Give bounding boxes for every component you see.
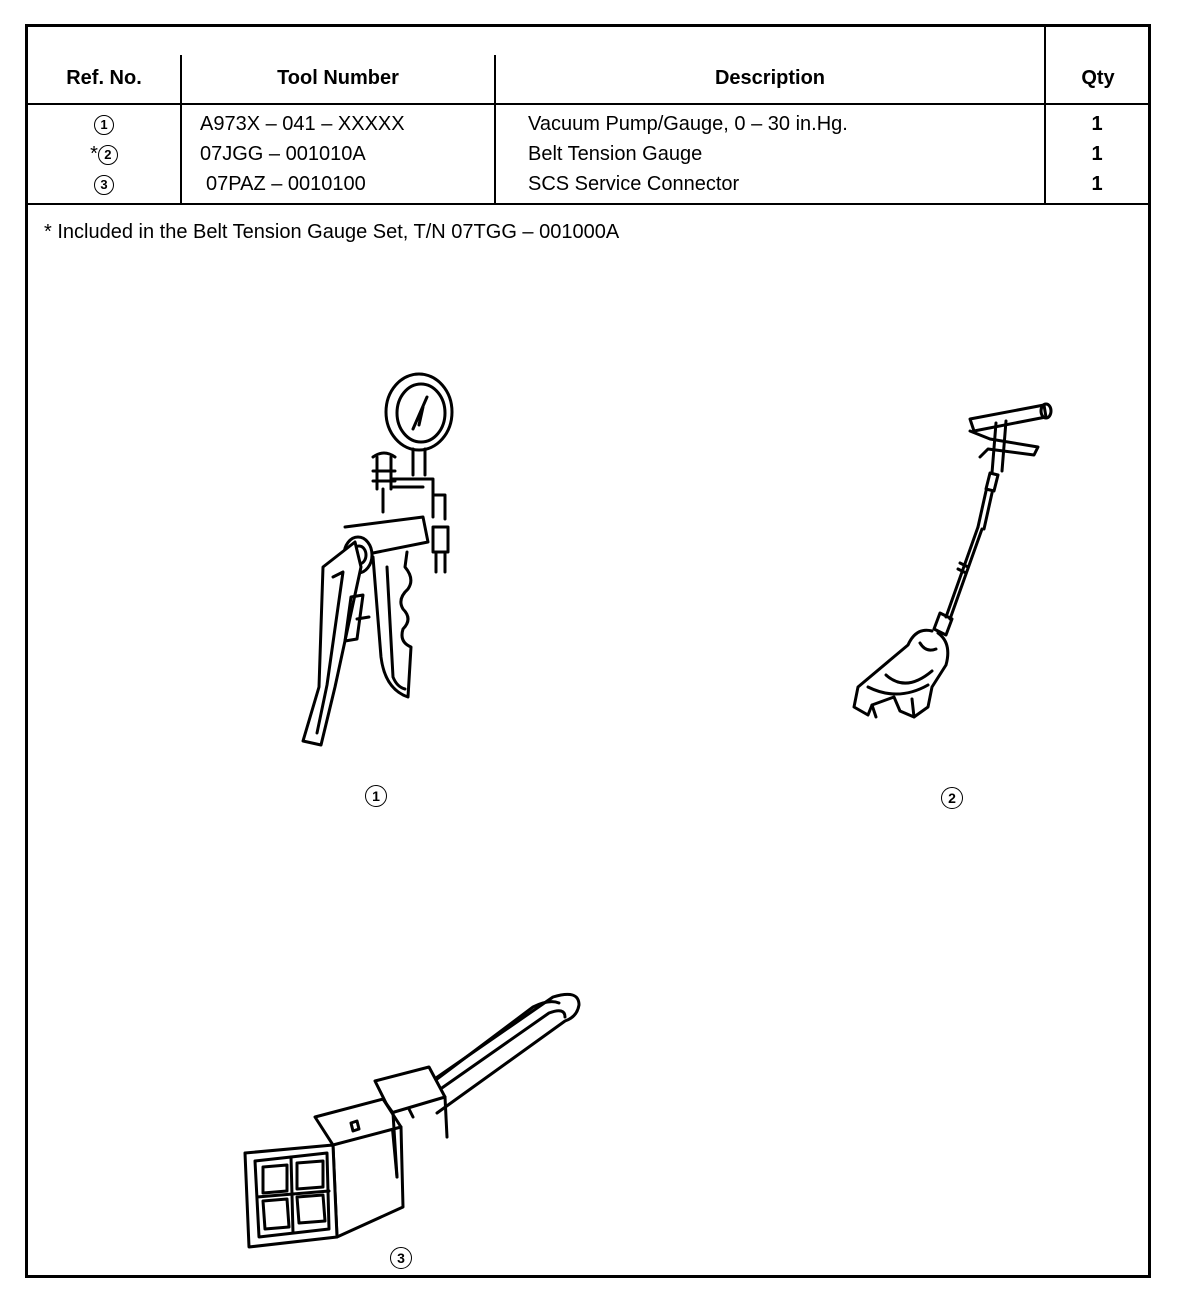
qty-cell: 1 [1091,173,1103,195]
asterisk-mark: * [90,143,98,165]
scs-service-connector-illustration [243,992,581,1249]
ref-number-badge: 2 [97,144,118,165]
ref-number-badge: 3 [94,174,114,195]
table-body: 1 A973X – 041 – XXXXX Vacuum Pump/Gauge,… [28,105,1148,205]
header-tool-number: Tool Number [277,67,399,89]
ref-cell: 1 [28,113,180,136]
table-header: Ref. No. Tool Number Description Qty [28,27,1148,105]
description-cell: Vacuum Pump/Gauge, 0 – 30 in.Hg. [528,113,848,135]
qty-cell: 1 [1091,113,1103,135]
column-divider [494,55,496,203]
table-row: *2 07JGG – 001010A Belt Tension Gauge 1 [28,143,1148,173]
tool-number-cell: 07PAZ – 0010100 [206,173,366,195]
header-description: Description [714,67,826,89]
tool-number-cell: A973X – 041 – XXXXX [200,113,405,135]
footnote: * Included in the Belt Tension Gauge Set… [44,221,620,243]
header-qty: Qty [1081,67,1115,89]
header-ref-no: Ref. No. [66,67,142,89]
description-cell: Belt Tension Gauge [528,143,703,165]
callout-3: 3 [390,1247,412,1269]
column-divider [180,55,182,203]
table-row: 1 A973X – 041 – XXXXX Vacuum Pump/Gauge,… [28,113,1148,143]
belt-tension-gauge-illustration [852,402,1053,719]
ref-number-badge: 1 [94,114,114,135]
column-divider [1044,27,1046,203]
document-frame: Ref. No. Tool Number Description Qty 1 A… [25,24,1151,1278]
tool-number-cell: 07JGG – 001010A [200,143,366,165]
callout-1: 1 [365,785,387,807]
callout-2: 2 [941,787,963,809]
ref-cell: *2 [28,143,180,166]
description-cell: SCS Service Connector [528,173,740,195]
table-row: 3 07PAZ – 0010100 SCS Service Connector … [28,173,1148,203]
ref-cell: 3 [28,173,180,196]
vacuum-pump-gauge-illustration [301,372,454,747]
qty-cell: 1 [1091,143,1103,165]
